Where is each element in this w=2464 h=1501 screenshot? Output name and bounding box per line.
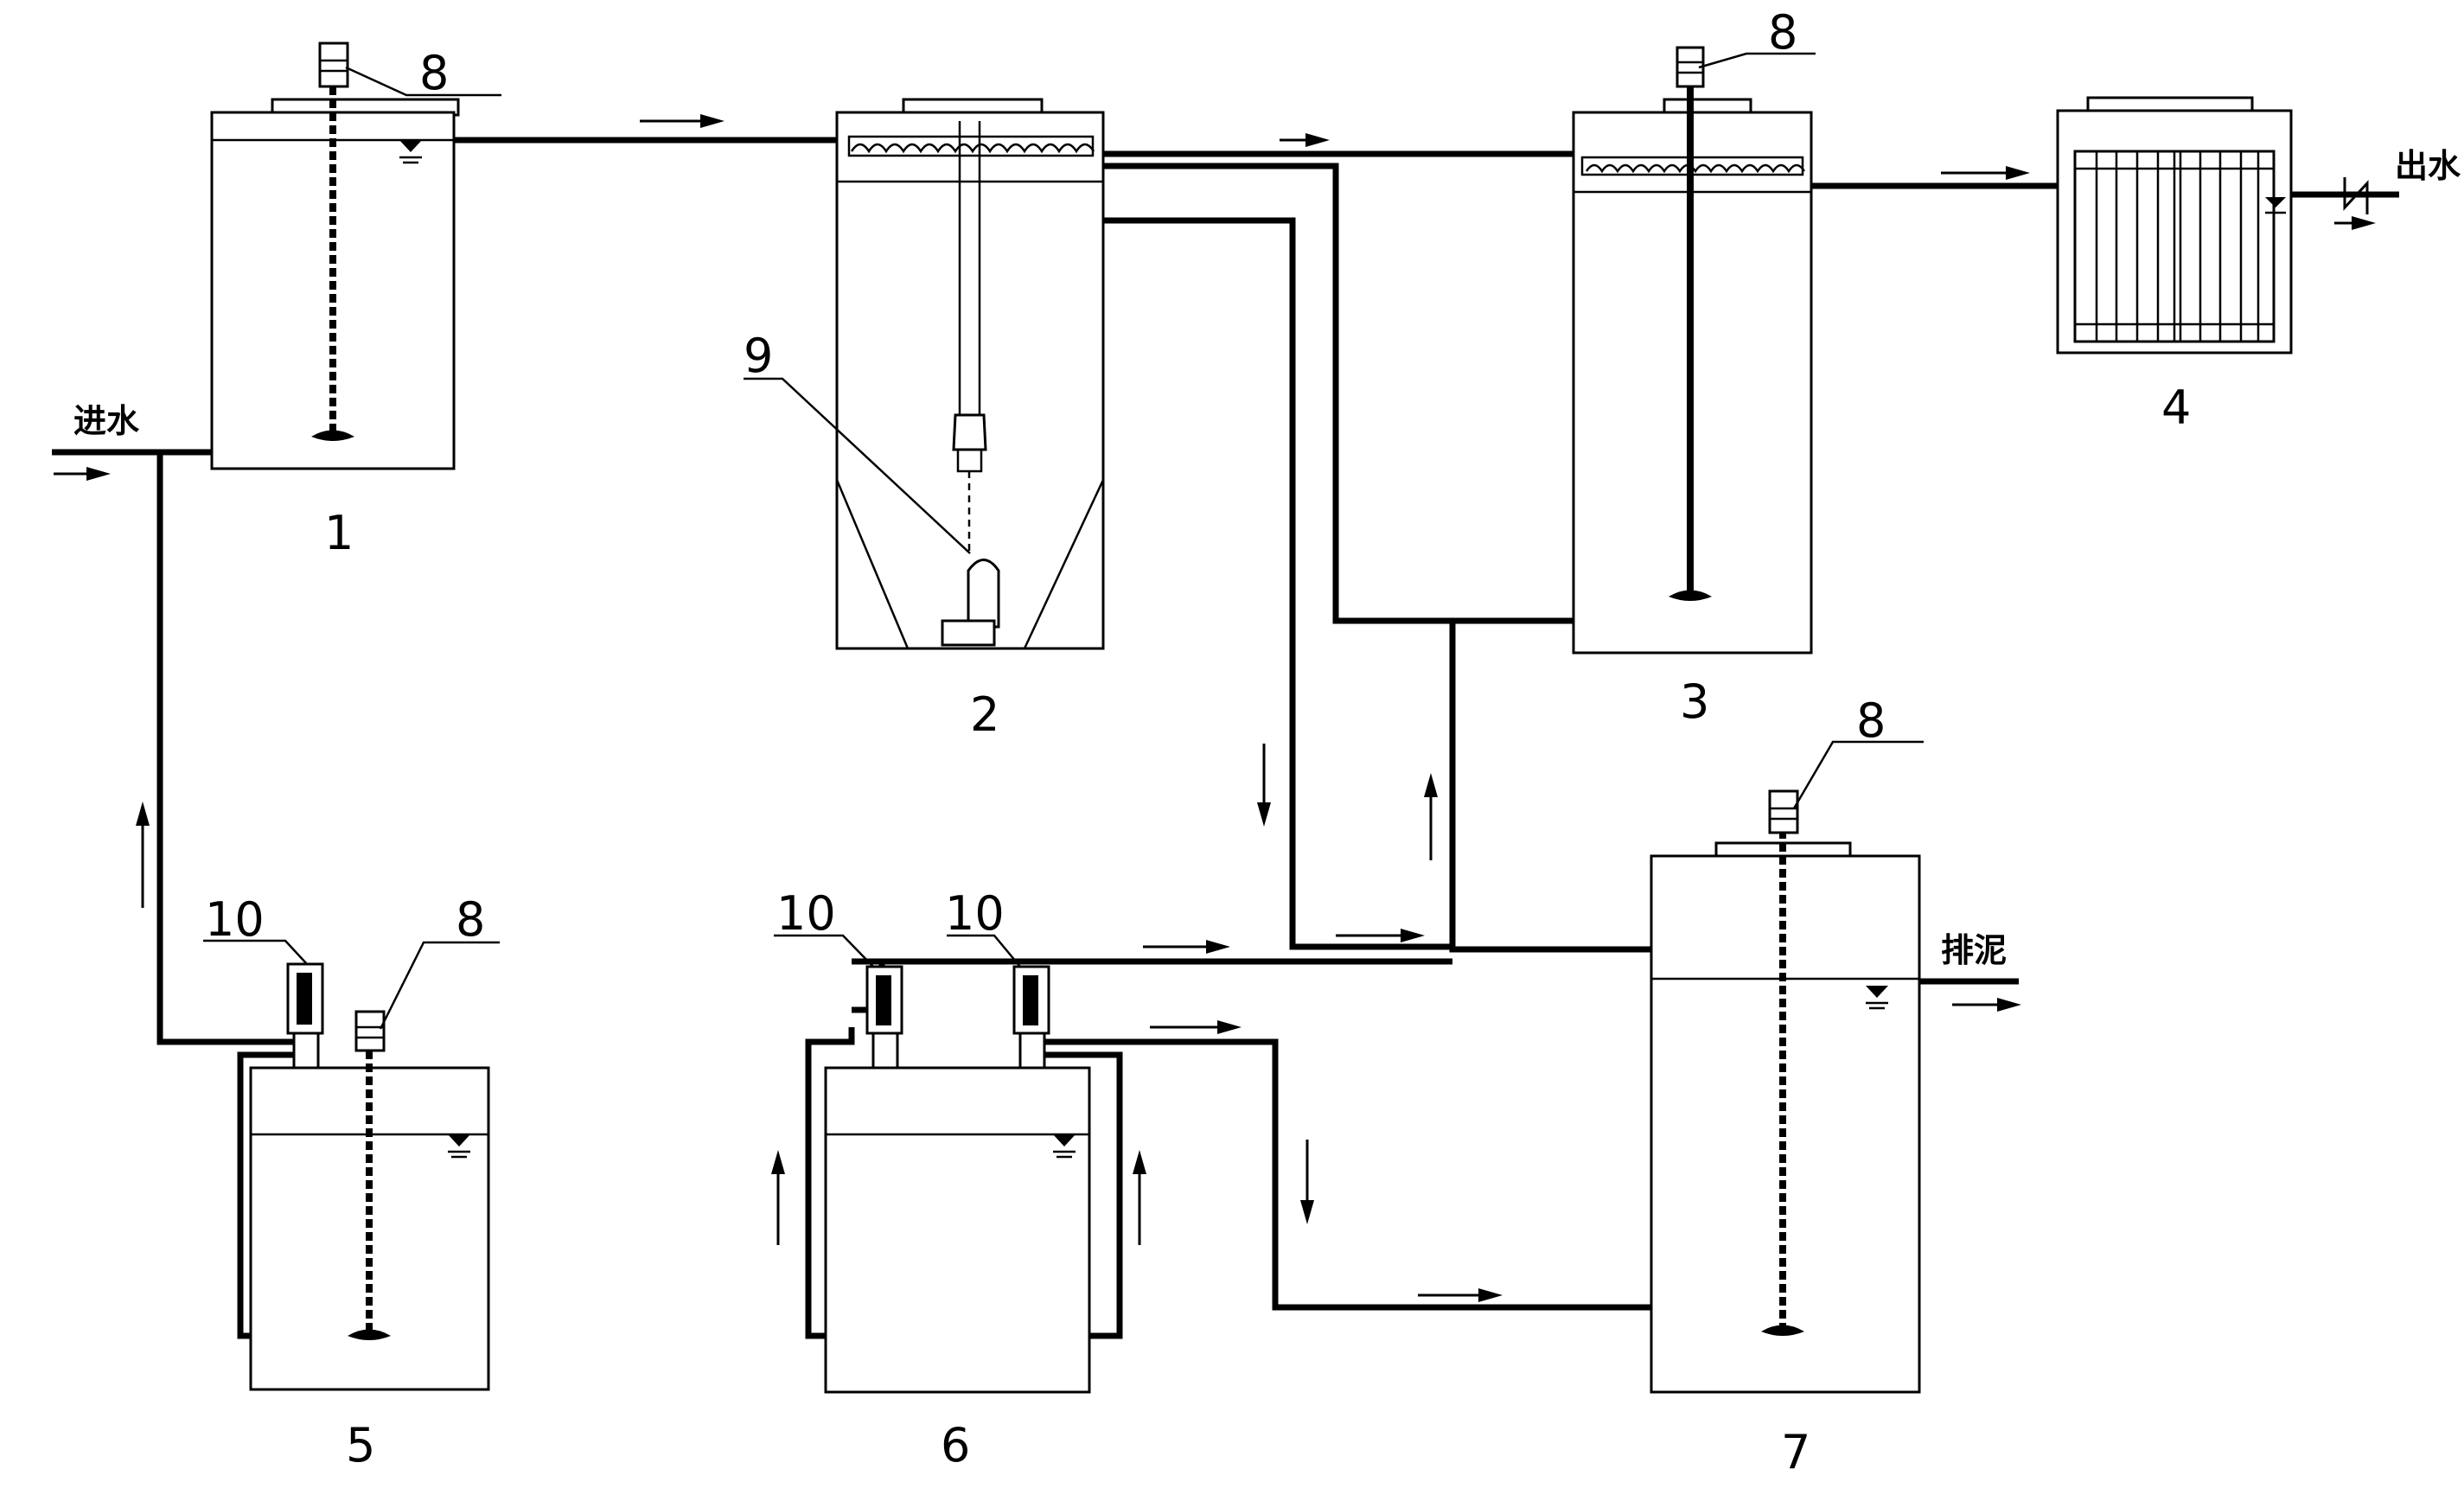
mixer-callout-7: 8 bbox=[1856, 693, 1886, 748]
unit-number-1: 1 bbox=[324, 506, 354, 560]
mixer-callout-5: 8 bbox=[456, 892, 485, 947]
outlet-label: 出水 bbox=[2395, 147, 2461, 185]
arrow-icon bbox=[640, 114, 725, 128]
center-feed-well bbox=[952, 121, 987, 553]
mixer-shaft-icon bbox=[311, 86, 354, 441]
arrow-icon bbox=[1424, 773, 1438, 860]
dosing-pump-icon bbox=[286, 962, 324, 1070]
pipe-2-to-3-bottom bbox=[1089, 163, 1578, 624]
unit-number-7: 7 bbox=[1781, 1425, 1810, 1479]
mixer-motor-icon bbox=[318, 42, 349, 88]
arrow-icon bbox=[136, 802, 150, 908]
water-level-icon bbox=[448, 1134, 470, 1159]
water-level-icon bbox=[1866, 986, 1888, 1010]
mixer-shaft-icon bbox=[1669, 86, 1712, 601]
arrow-icon bbox=[1280, 133, 1330, 147]
dosing-pump-callout-5: 10 bbox=[205, 892, 265, 947]
leader-lines bbox=[203, 52, 1924, 1030]
arrow-icon bbox=[1941, 166, 2030, 180]
dosing-pump-icon bbox=[865, 965, 903, 1070]
water-level-icon bbox=[2265, 197, 2286, 214]
tank-body bbox=[824, 1066, 1091, 1394]
mixer-motor-icon bbox=[354, 1010, 386, 1052]
tank-6 bbox=[824, 965, 1091, 1394]
tank-body bbox=[835, 111, 1105, 650]
arrow-icon bbox=[54, 467, 111, 481]
check-valve-icon bbox=[2343, 177, 2369, 214]
mixer-shaft-icon bbox=[1761, 830, 1804, 1336]
dosing-line-5 bbox=[156, 452, 298, 1045]
tank-7 bbox=[1650, 789, 1921, 1394]
arrow-icon bbox=[1952, 998, 2021, 1012]
weir-trough bbox=[847, 135, 1095, 157]
flow-arrows bbox=[54, 114, 2376, 1302]
unit-number-5: 5 bbox=[346, 1418, 375, 1472]
dosing-pump-callout-6b: 10 bbox=[945, 886, 1005, 941]
suction-pipe-6b bbox=[1044, 1051, 1123, 1339]
inlet-label: 进水 bbox=[73, 402, 140, 440]
arrow-icon bbox=[1257, 744, 1271, 827]
unit-number-6: 6 bbox=[941, 1418, 970, 1472]
arrow-icon bbox=[1300, 1140, 1314, 1224]
tank-4 bbox=[2056, 96, 2369, 354]
dosing-line-6b bbox=[1044, 1038, 1658, 1311]
mixer-shaft-icon bbox=[348, 1051, 391, 1340]
arrow-icon bbox=[1150, 1020, 1242, 1034]
tank-3 bbox=[1572, 46, 1813, 655]
submersible-pump-icon bbox=[941, 559, 1000, 647]
sludge-discharge-label: 排泥 bbox=[1941, 931, 2007, 969]
tank-2 bbox=[835, 98, 1105, 650]
tank-1 bbox=[210, 42, 460, 470]
arrow-icon bbox=[1133, 1150, 1146, 1245]
unit-number-3: 3 bbox=[1680, 674, 1709, 729]
arrow-icon bbox=[1143, 940, 1230, 954]
unit-number-4: 4 bbox=[2161, 380, 2191, 435]
arrow-icon bbox=[771, 1150, 785, 1245]
mixer-callout-3: 8 bbox=[1768, 5, 1797, 60]
arrow-icon bbox=[1336, 929, 1425, 942]
dosing-pump-icon bbox=[1012, 965, 1050, 1070]
dosing-pump-callout-6a: 10 bbox=[776, 886, 836, 941]
mixer-motor-icon bbox=[1768, 789, 1799, 834]
arrow-icon bbox=[1418, 1288, 1503, 1302]
pipe-to-7-upper bbox=[1449, 623, 1651, 953]
tank-5 bbox=[249, 962, 490, 1391]
mixer-callout-1: 8 bbox=[419, 46, 449, 100]
pump-callout-9: 9 bbox=[744, 329, 773, 383]
water-level-icon bbox=[1053, 1134, 1076, 1159]
unit-number-2: 2 bbox=[970, 687, 999, 742]
suction-pipe-6a bbox=[805, 1027, 855, 1339]
arrow-icon bbox=[2334, 216, 2376, 230]
labels: 进水 出水 排泥 1 2 3 4 5 6 7 8 8 8 8 9 10 10 1… bbox=[73, 5, 2461, 1479]
water-level-icon bbox=[399, 140, 422, 164]
